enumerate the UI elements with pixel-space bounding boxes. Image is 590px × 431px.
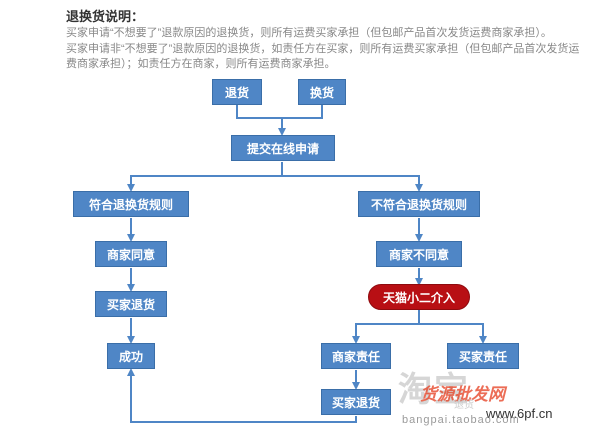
node-submit-online: 提交在线申请 (231, 135, 335, 161)
node-success: 成功 (107, 343, 155, 369)
node-meets-rules: 符合退换货规则 (73, 191, 189, 217)
node-merchant-agree: 商家同意 (95, 241, 167, 267)
watermark-small-text: 退货 (454, 400, 474, 411)
node-not-meets-rules: 不符合退换货规则 (358, 191, 480, 217)
watermark-brand: 淘宝 (398, 371, 470, 409)
connector-exchange-submit (282, 105, 323, 119)
page-title: 退换货说明： (66, 9, 145, 24)
connector-submit-right (282, 175, 423, 192)
node-buyer-liable: 买家责任 (447, 343, 519, 369)
node-merchant-liable: 商家责任 (321, 343, 391, 369)
watermark-site-url: www.6pf.cn (486, 406, 553, 421)
connector-submit-branches (127, 162, 283, 192)
connector-return-submit (236, 105, 286, 136)
node-tmall-intervene: 天猫小二介入 (368, 284, 470, 310)
connector-tmall-buyer (419, 323, 487, 344)
watermark-domain: bangpai.taobao.com (402, 414, 520, 426)
node-return: 退货 (212, 79, 262, 105)
node-buyer-return-left: 买家退货 (95, 291, 167, 317)
policy-paragraph-1: 买家申请“不想要了”退款原因的退换货，则所有运费买家承担（但包邮产品首次发货运费… (66, 27, 552, 39)
node-exchange: 换货 (298, 79, 346, 105)
watermark-site-name: 货源批发网 (420, 385, 505, 404)
node-merchant-disagree: 商家不同意 (376, 241, 462, 267)
node-buyer-return-bottom: 买家退货 (321, 389, 391, 415)
connector-return-success-loop (127, 368, 357, 423)
policy-paragraph-2: 买家申请非“不想要了”退款原因的退换货，如责任方在买家，则所有运费买家承担（但包… (66, 43, 580, 70)
connector-tmall-split (352, 310, 420, 344)
